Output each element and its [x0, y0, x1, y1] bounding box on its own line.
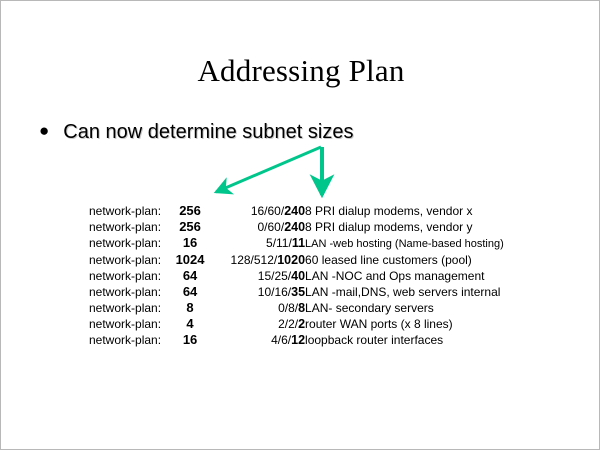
- row-subnet-size: 1024: [175, 252, 205, 267]
- table-row: network-plan: 4 2/2/2 router WAN ports (…: [89, 316, 504, 332]
- addressing-plan-table: network-plan: 256 16/60/240 8 PRI dialup…: [89, 203, 504, 348]
- row-subnet-size: 256: [179, 203, 201, 218]
- row-label: network-plan:: [89, 285, 162, 299]
- row-subnet-size: 64: [182, 268, 198, 283]
- row-description: 8 PRI dialup modems, vendor y: [305, 220, 473, 234]
- row-allocation: 2/2/2: [219, 316, 305, 332]
- row-allocation: 128/512/1020: [219, 252, 306, 268]
- row-description: 8 PRI dialup modems, vendor x: [305, 204, 473, 218]
- allocation-total: 8: [298, 301, 306, 315]
- row-allocation: 0/8/8: [219, 300, 305, 316]
- row-description: LAN -mail,DNS, web servers internal: [305, 285, 501, 299]
- allocation-prefix: 16/60/: [250, 204, 285, 218]
- row-subnet-size: 256: [179, 219, 201, 234]
- row-subnet-size: 4: [186, 316, 194, 331]
- allocation-prefix: 4/6/: [271, 333, 292, 347]
- row-subnet-size: 16: [182, 332, 198, 347]
- table-row: network-plan: 1024 128/512/1020 60 lease…: [89, 252, 504, 268]
- page-title: Addressing Plan: [197, 53, 405, 88]
- row-subnet-size: 8: [186, 300, 194, 315]
- row-subnet-size: 64: [182, 284, 198, 299]
- table-row: network-plan: 64 15/25/40 LAN -NOC and O…: [89, 268, 504, 284]
- table-body: network-plan: 256 16/60/240 8 PRI dialup…: [89, 203, 504, 348]
- row-label: network-plan:: [89, 317, 162, 331]
- row-description: router WAN ports (x 8 lines): [305, 317, 453, 331]
- allocation-total: 2: [298, 317, 306, 331]
- bullet-marker-icon: ●: [39, 121, 50, 140]
- row-allocation: 16/60/240: [219, 203, 305, 219]
- allocation-prefix: 2/2/: [278, 317, 299, 331]
- arrow-to-size-column: [213, 145, 322, 195]
- table-row: network-plan: 64 10/16/35 LAN -mail,DNS,…: [89, 284, 504, 300]
- row-description: LAN -NOC and Ops management: [305, 269, 485, 283]
- row-allocation: 15/25/40: [219, 268, 305, 284]
- row-description: LAN- secondary servers: [305, 301, 434, 315]
- row-description: 60 leased line customers (pool): [305, 253, 472, 267]
- allocation-prefix: 0/8/: [278, 301, 299, 315]
- row-label: network-plan:: [89, 220, 162, 234]
- allocation-prefix: 10/16/: [257, 285, 292, 299]
- allocation-total: 11: [291, 236, 306, 250]
- row-description: loopback router interfaces: [305, 333, 444, 347]
- allocation-total: 40: [291, 269, 306, 283]
- table-row: network-plan: 256 16/60/240 8 PRI dialup…: [89, 203, 504, 219]
- table-row: network-plan: 256 0/60/240 8 PRI dialup …: [89, 219, 504, 235]
- row-label: network-plan:: [89, 236, 162, 250]
- row-description: LAN -web hosting (Name-based hosting): [305, 238, 504, 250]
- allocation-total: 12: [291, 333, 306, 347]
- bullet-item-label: Can now determine subnet sizes: [63, 121, 354, 143]
- row-allocation: 5/11/11: [219, 235, 305, 252]
- row-label: network-plan:: [89, 253, 162, 267]
- row-allocation: 10/16/35: [219, 284, 305, 300]
- table-row: network-plan: 8 0/8/8 LAN- secondary ser…: [89, 300, 504, 316]
- row-allocation: 4/6/12: [219, 332, 305, 348]
- table-row: network-plan: 16 4/6/12 loopback router …: [89, 332, 504, 348]
- bullet-list-item: ● Can now determine subnet sizes: [39, 121, 353, 144]
- row-allocation: 0/60/240: [219, 219, 305, 235]
- allocation-prefix: 0/60/: [257, 220, 285, 234]
- allocation-prefix: 15/25/: [257, 269, 292, 283]
- allocation-prefix: 128/512/: [230, 253, 278, 267]
- table-row: network-plan: 16 5/11/11 LAN -web hostin…: [89, 235, 504, 252]
- row-label: network-plan:: [89, 333, 162, 347]
- row-label: network-plan:: [89, 301, 162, 315]
- allocation-total: 240: [284, 220, 306, 234]
- allocation-total: 1020: [277, 253, 306, 267]
- row-label: network-plan:: [89, 269, 162, 283]
- allocation-total: 35: [291, 285, 306, 299]
- allocation-prefix: 5/11/: [266, 236, 292, 250]
- row-subnet-size: 16: [182, 235, 198, 250]
- row-label: network-plan:: [89, 204, 162, 218]
- allocation-total: 240: [284, 204, 306, 218]
